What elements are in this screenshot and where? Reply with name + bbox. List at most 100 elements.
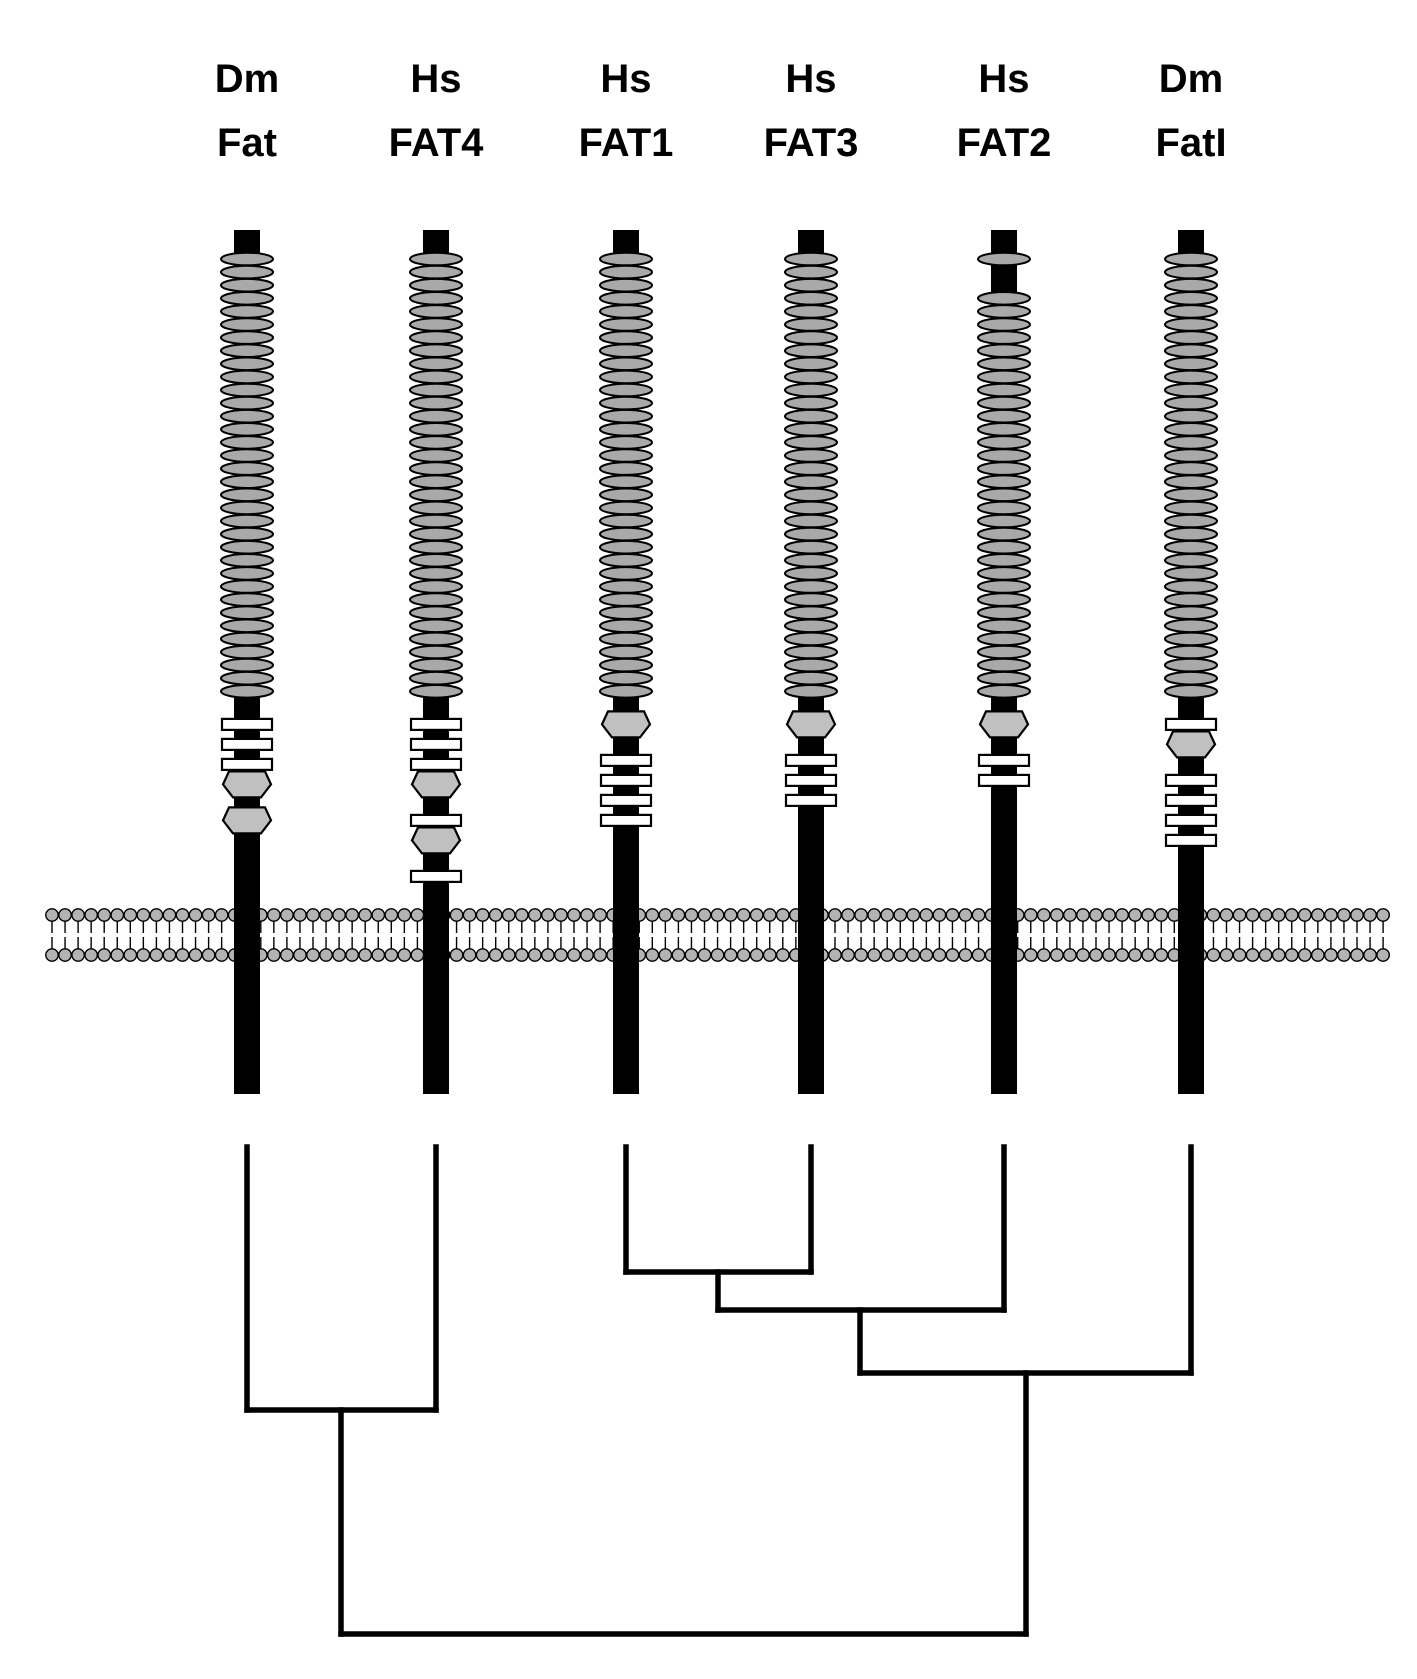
cadherin-repeat xyxy=(220,422,274,437)
lipid-head-outer xyxy=(319,908,333,922)
cadherin-repeat xyxy=(977,382,1031,398)
cadherin-repeat xyxy=(409,435,463,450)
lipid-head-inner xyxy=(658,948,673,962)
lipid-head-outer xyxy=(1102,908,1116,922)
cadherin-repeat xyxy=(784,526,838,542)
cadherin-repeat xyxy=(1164,657,1218,673)
cadherin-repeat xyxy=(784,487,838,503)
lipid-head-inner xyxy=(527,948,542,962)
cadherin-repeat xyxy=(977,317,1031,332)
cadherin-repeat xyxy=(977,553,1031,568)
protein-fat xyxy=(220,230,274,1094)
lipid-head-outer xyxy=(58,908,72,922)
lipid-head-outer xyxy=(449,908,464,922)
lipid-head-inner xyxy=(932,948,947,962)
cadherin-repeat xyxy=(784,356,838,372)
cadherin-repeat xyxy=(220,304,274,319)
cadherin-repeat xyxy=(599,461,653,476)
lipid-head-inner xyxy=(1297,948,1312,962)
lipid-head-outer xyxy=(945,908,960,922)
cadherin-repeat xyxy=(977,526,1031,542)
lipid-head-inner xyxy=(1363,948,1377,962)
lipid-head-inner xyxy=(371,948,386,962)
lipid-head-outer xyxy=(175,908,190,922)
cadherin-repeat xyxy=(409,291,463,306)
cadherin-repeat xyxy=(599,631,653,647)
cadherin-repeat xyxy=(784,251,838,267)
lipid-head-inner xyxy=(1376,948,1391,962)
lipid-head-inner xyxy=(1232,948,1247,962)
lipid-head-outer xyxy=(671,908,686,922)
cadherin-repeat xyxy=(977,487,1031,503)
lipid-head-inner xyxy=(475,948,490,962)
cadherin-repeat xyxy=(409,317,463,332)
cadherin-repeat xyxy=(220,330,274,345)
lipid-head-inner xyxy=(828,948,842,962)
protein-name-label: FAT1 xyxy=(579,121,674,165)
cadherin-repeat xyxy=(784,670,838,686)
cadherin-repeat xyxy=(1164,644,1218,660)
laminin-g-domain xyxy=(785,710,837,739)
cadherin-repeat xyxy=(977,343,1031,359)
lipid-head-inner xyxy=(1219,948,1234,962)
laminin-g-domain xyxy=(410,770,462,799)
protein-fat4 xyxy=(409,230,463,1094)
cadherin-repeat xyxy=(599,395,653,411)
lipid-head-outer xyxy=(1128,908,1143,922)
lipid-head-outer xyxy=(1376,908,1391,922)
lipid-head-inner xyxy=(136,948,151,962)
species-label: Dm xyxy=(1159,57,1223,101)
egf-domain xyxy=(1164,833,1218,848)
cadherin-repeat xyxy=(409,422,463,437)
cadherin-repeat xyxy=(220,474,274,490)
cadherin-repeat xyxy=(409,408,463,424)
cadherin-repeat xyxy=(977,330,1031,345)
cadherin-repeat xyxy=(977,304,1031,319)
cadherin-repeat xyxy=(220,251,274,267)
cadherin-repeat xyxy=(599,277,653,293)
lipid-head-outer xyxy=(1206,908,1221,922)
cadherin-repeat xyxy=(784,317,838,332)
cadherin-repeat xyxy=(599,343,653,359)
cadherin-repeat xyxy=(784,605,838,621)
lipid-head-outer xyxy=(45,908,59,922)
cadherin-repeat xyxy=(409,657,463,673)
lipid-head-outer xyxy=(266,908,281,922)
protein-name-label: FatI xyxy=(1155,121,1226,165)
protein-fati xyxy=(1164,230,1218,1094)
cadherin-repeat xyxy=(977,356,1031,372)
cadherin-repeat xyxy=(784,448,838,463)
lipid-head-outer xyxy=(214,908,229,922)
lipid-head-outer xyxy=(880,908,895,922)
lipid-head-outer xyxy=(1245,908,1260,922)
lipid-head-outer xyxy=(971,908,986,922)
cadherin-repeat xyxy=(1164,474,1218,490)
lipid-head-inner xyxy=(45,948,59,962)
lipid-head-outer xyxy=(410,908,425,922)
lipid-head-outer xyxy=(736,908,751,922)
cadherin-repeat xyxy=(220,579,274,594)
lipid-head-inner xyxy=(1076,948,1090,962)
lipid-head-inner xyxy=(945,948,960,962)
protein-name-label: FAT4 xyxy=(389,121,485,165)
cadherin-repeat xyxy=(977,513,1031,529)
cadherin-repeat xyxy=(599,291,653,306)
cadherin-repeat xyxy=(599,605,653,621)
egf-domain xyxy=(784,793,838,808)
lipid-head-inner xyxy=(1284,948,1299,962)
cadherin-repeat xyxy=(977,631,1031,647)
lipid-head-inner xyxy=(97,948,112,962)
lipid-head-outer xyxy=(1232,908,1247,922)
lipid-head-outer xyxy=(775,908,790,922)
protein-fat3 xyxy=(784,230,838,1094)
cadherin-repeat xyxy=(977,684,1031,699)
lipid-head-inner xyxy=(1310,948,1325,962)
lipid-head-inner xyxy=(554,948,568,962)
lipid-head-outer xyxy=(162,908,177,922)
cadherin-repeat xyxy=(220,487,274,503)
lipid-head-outer xyxy=(1115,908,1130,922)
cadherin-repeat xyxy=(1164,356,1218,372)
lipid-head-outer xyxy=(332,908,346,922)
cadherin-repeat xyxy=(409,382,463,398)
egf-domain xyxy=(409,717,463,732)
